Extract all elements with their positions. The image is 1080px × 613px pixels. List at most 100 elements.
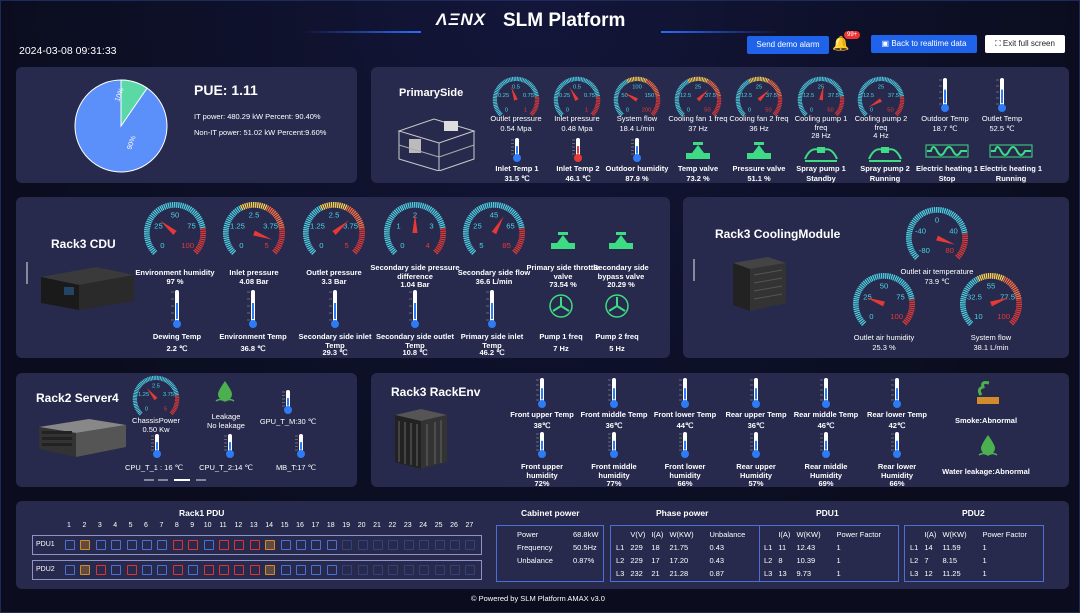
pdu1-socket[interactable] [450, 540, 460, 550]
svg-text:45: 45 [490, 211, 499, 220]
pdu1-socket[interactable] [219, 540, 229, 550]
pdu2-socket[interactable] [203, 565, 214, 575]
primary-status-1-value: 31.5 ℃ [504, 174, 530, 183]
pdu2-socket[interactable] [388, 565, 399, 575]
rackenv-hum-1-value: 72% [534, 479, 550, 488]
pdu1-socket[interactable] [111, 540, 122, 550]
pdu1-socket[interactable] [311, 540, 322, 550]
pdu1-socket[interactable] [234, 540, 245, 550]
pdu2-socket[interactable] [65, 565, 75, 575]
cooling-scroll-indicator[interactable] [693, 259, 695, 281]
cabinet-power-table-cell: 0.87% [573, 556, 595, 565]
pdu2-socket[interactable] [80, 565, 91, 575]
pdu1-socket[interactable] [342, 540, 353, 550]
pdu2-socket[interactable] [326, 565, 337, 575]
pdu1-socket[interactable] [80, 540, 91, 550]
server-pager[interactable] [144, 479, 214, 481]
pdu1-socket[interactable] [403, 540, 414, 550]
cdu-pump-2-label: Pump 2 freq [595, 332, 639, 341]
send-demo-alarm-button[interactable]: Send demo alarm [747, 36, 829, 54]
rackenv-temp-4-label: Rear upper Temp [725, 410, 787, 419]
pdu1-socket[interactable] [357, 540, 368, 550]
exit-fullscreen-button[interactable]: ⛶ Exit full screen [985, 35, 1065, 53]
pdu2-socket[interactable] [280, 565, 291, 575]
pdu1-socket[interactable] [465, 540, 476, 550]
pdu1-socket[interactable] [65, 540, 75, 550]
pdu2-power-table-cell: 7 [924, 556, 929, 565]
pdu2-socket[interactable] [450, 565, 460, 575]
cooling-device-image [733, 257, 786, 311]
pdu2-socket[interactable] [419, 565, 430, 575]
svg-text:37.5: 37.5 [705, 93, 716, 99]
pdu1-socket[interactable] [95, 540, 106, 550]
primary-temp-2-value: 52.5 ℃ [989, 124, 1015, 133]
pdu1-socket[interactable] [326, 540, 337, 550]
pdu2-socket[interactable] [142, 565, 152, 575]
cdu-temp-4-label: Secondary side outlet Temp [376, 332, 454, 350]
rackenv-hum-6-value: 66% [889, 479, 905, 488]
pdu2-socket[interactable] [373, 565, 383, 575]
svg-text:0: 0 [935, 216, 939, 225]
phase-power-table-cell: 232 [630, 569, 643, 578]
pdu1-socket[interactable] [388, 540, 399, 550]
pdu1-socket[interactable] [142, 540, 152, 550]
pdu1-socket[interactable] [249, 540, 260, 550]
pdu-socket-number: 13 [249, 522, 258, 529]
cdu-pump-1-label: Pump 1 freq [539, 332, 583, 341]
svg-text:150: 150 [645, 93, 655, 99]
pdu1-socket[interactable] [419, 540, 430, 550]
pdu2-socket[interactable] [342, 565, 353, 575]
cooling-gauge-1-label: Outlet air temperature [900, 267, 974, 276]
pdu2-socket[interactable] [296, 565, 306, 575]
pue-it-power: IT power: 480.29 kW Percent: 90.40% [194, 112, 321, 121]
cdu-pump-2-value: 5 Hz [609, 344, 625, 353]
pdu2-strip [32, 560, 482, 580]
pdu1-socket[interactable] [296, 540, 306, 550]
pdu1-socket[interactable] [126, 540, 137, 550]
pdu-socket-number: 20 [357, 522, 366, 529]
pdu2-socket[interactable] [95, 565, 106, 575]
cdu-gauge-1-label: Environment humidity [135, 268, 215, 277]
cdu-scroll-indicator[interactable] [26, 262, 28, 284]
primary-status-5-value: 51.1 % [747, 174, 771, 183]
pdu2-socket[interactable] [219, 565, 229, 575]
pdu1-socket[interactable] [172, 540, 183, 550]
svg-text:2.5: 2.5 [249, 211, 260, 220]
rackenv-hum-6-label: Rear lower Humidity [877, 462, 917, 480]
pdu2-power-table-cell: L2 [910, 556, 919, 565]
pdu2-socket[interactable] [157, 565, 168, 575]
pdu2-socket[interactable] [188, 565, 199, 575]
rackenv-title: Rack3 RackEnv [391, 385, 481, 399]
primary-gauge-3-value: 18.4 L/min [619, 124, 655, 133]
pdu-socket-number: 16 [296, 522, 304, 529]
pdu1-socket[interactable] [280, 540, 291, 550]
pdu2-socket[interactable] [403, 565, 414, 575]
pdu2-socket[interactable] [465, 565, 476, 575]
pdu1-socket[interactable] [188, 540, 199, 550]
svg-text:50: 50 [621, 93, 627, 99]
pdu2-socket[interactable] [249, 565, 260, 575]
pdu1-socket[interactable] [203, 540, 214, 550]
pdu2-socket[interactable] [434, 565, 445, 575]
pdu1-socket[interactable] [434, 540, 445, 550]
pdu1-socket[interactable] [157, 540, 168, 550]
pue-panel: 10% 90% PUE: 1.11 IT power: 480.29 kW Pe… [16, 67, 357, 183]
pdu2-socket[interactable] [357, 565, 368, 575]
pdu2-socket[interactable] [234, 565, 245, 575]
calendar-icon: ▣ [881, 39, 892, 48]
pdu2-socket[interactable] [311, 565, 322, 575]
back-to-realtime-button[interactable]: ▣ Back to realtime data [871, 35, 977, 53]
pdu1-socket[interactable] [265, 540, 276, 550]
primary-status-9-heater-icon [989, 141, 1033, 166]
pdu1-socket[interactable] [373, 540, 383, 550]
primary-status-2-thermometer [572, 137, 584, 163]
pdu2-socket[interactable] [265, 565, 276, 575]
bell-icon[interactable]: 🔔 [832, 35, 850, 51]
pdu2-socket[interactable] [126, 565, 137, 575]
pdu2-socket[interactable] [111, 565, 122, 575]
svg-text:0: 0 [239, 241, 243, 250]
primary-gauge-5-label: Cooling fan 2 freq [729, 114, 789, 123]
primary-status-2-value: 46.1 ℃ [565, 174, 591, 183]
svg-text:2.5: 2.5 [152, 383, 160, 389]
pdu2-socket[interactable] [172, 565, 183, 575]
